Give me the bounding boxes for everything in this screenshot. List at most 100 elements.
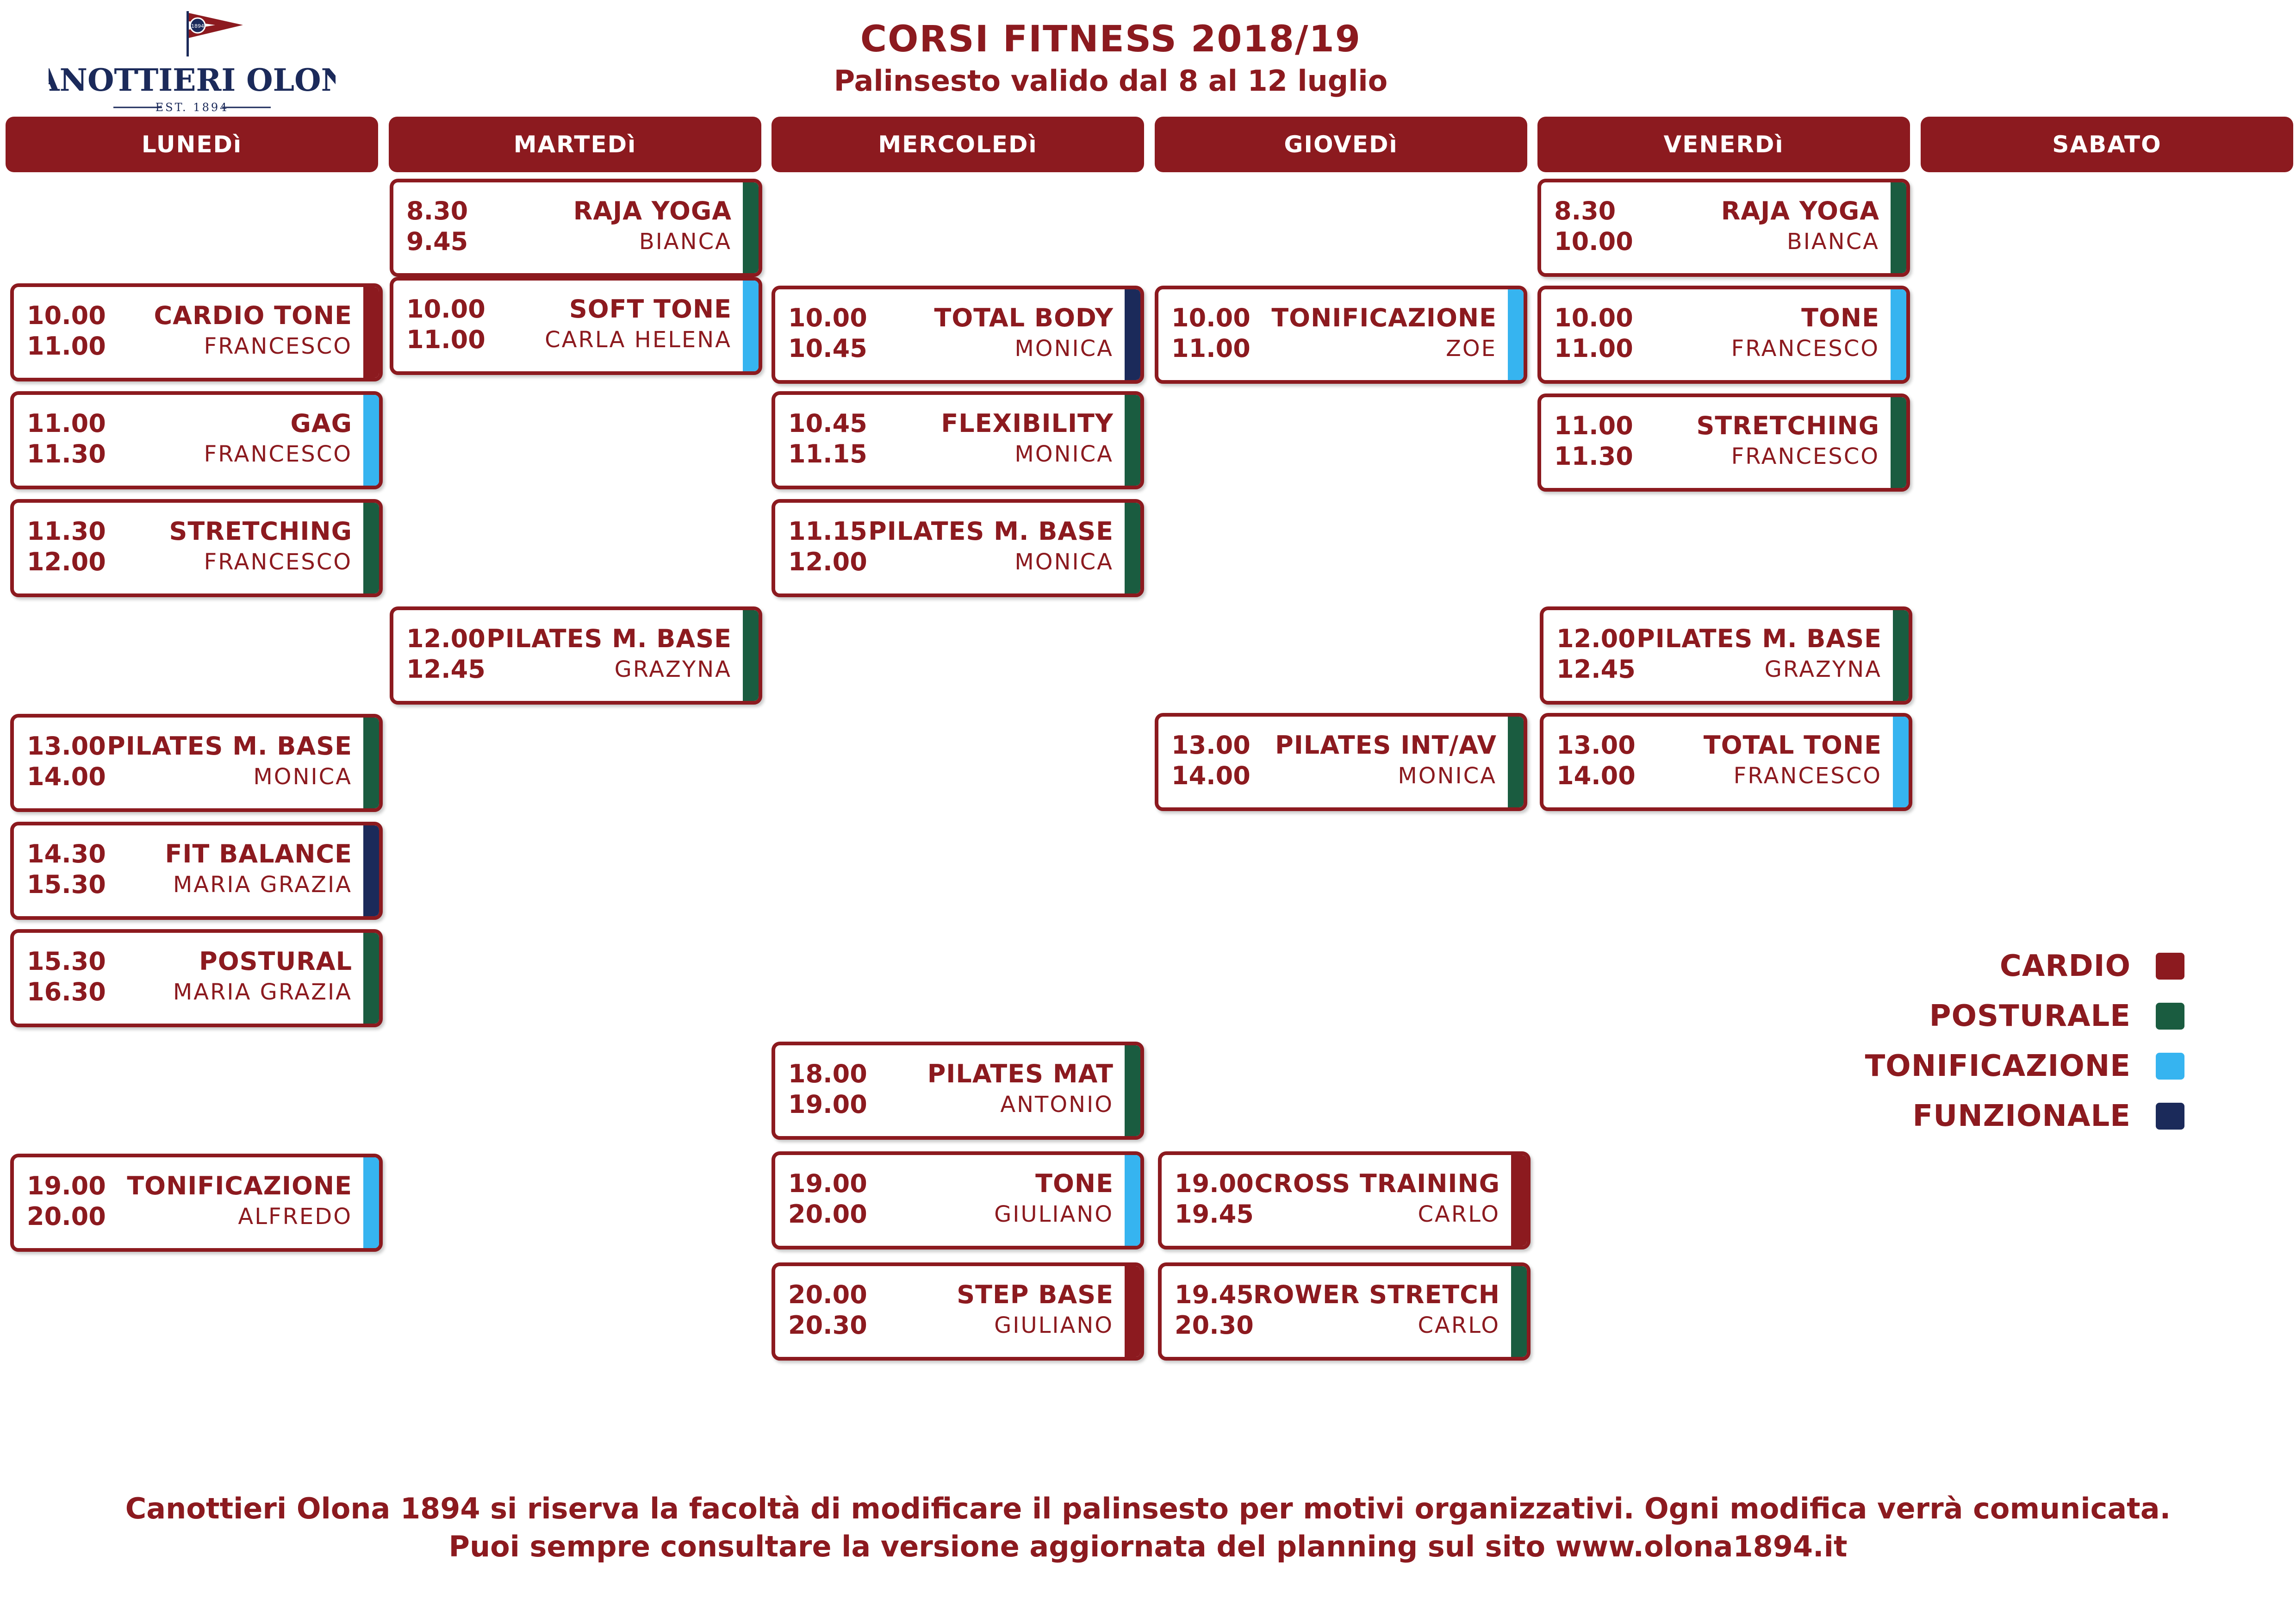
course-name: STRETCHING — [1696, 411, 1879, 440]
category-stripe-posturale — [1511, 1266, 1527, 1357]
instructor-name: MONICA — [1014, 549, 1114, 575]
class-slot: 19.45 20.30 ROWER STRETCH CARLO — [1158, 1262, 1531, 1361]
footer-notice: Canottieri Olona 1894 si riserva la faco… — [125, 1492, 2171, 1525]
category-stripe-posturale — [1125, 1045, 1140, 1136]
canottieri-olona-logo: 1894 CANOTTIERI OLONA EST. 1894 — [12, 8, 373, 115]
end-time: 16.30 — [27, 977, 106, 1006]
start-time: 20.00 — [788, 1280, 867, 1309]
class-slot: 13.00 14.00 TOTAL TONE FRANCESCO — [1540, 713, 1912, 811]
start-time: 14.30 — [27, 839, 106, 868]
course-name: PILATES M. BASE — [486, 624, 732, 653]
course-name: SOFT TONE — [569, 294, 732, 324]
instructor-name: FRANCESCO — [1731, 443, 1879, 469]
start-time: 10.00 — [1171, 303, 1251, 332]
class-slot: 13.00 14.00 PILATES M. BASE MONICA — [10, 714, 383, 812]
course-name: TONE — [1035, 1169, 1114, 1198]
end-time: 15.30 — [27, 870, 106, 899]
instructor-name: ALFREDO — [238, 1204, 352, 1230]
start-time: 13.00 — [1556, 731, 1636, 760]
end-time: 10.45 — [788, 334, 867, 363]
end-time: 12.45 — [1556, 655, 1636, 684]
start-time: 12.00 — [406, 624, 485, 653]
instructor-name: MONICA — [1014, 336, 1114, 362]
category-stripe-cardio — [1511, 1155, 1527, 1246]
course-name: TONE — [1801, 303, 1879, 332]
instructor-name: GIULIANO — [994, 1312, 1114, 1338]
category-stripe-posturale — [743, 610, 759, 701]
end-time: 20.00 — [788, 1199, 867, 1229]
category-stripe-tonificazione — [1893, 717, 1909, 807]
day-header-mercoledi: MERCOLEDì — [772, 117, 1144, 172]
start-time: 10.00 — [406, 294, 485, 324]
course-name: CROSS TRAINING — [1254, 1169, 1500, 1198]
page-title: CORSI FITNESS 2018/19 — [860, 19, 1362, 60]
footer-website-note: Puoi sempre consultare la versione aggio… — [448, 1530, 1848, 1563]
class-slot: 18.00 19.00 PILATES MAT ANTONIO — [772, 1042, 1144, 1140]
start-time: 19.00 — [788, 1169, 867, 1198]
instructor-name: ANTONIO — [1000, 1092, 1114, 1118]
instructor-name: FRANCESCO — [1733, 763, 1882, 789]
category-stripe-tonificazione — [743, 281, 759, 371]
course-name: FLEXIBILITY — [941, 409, 1114, 438]
instructor-name: MONICA — [1398, 763, 1497, 789]
class-slot: 10.45 11.15 FLEXIBILITY MONICA — [772, 391, 1144, 489]
instructor-name: CARLO — [1418, 1201, 1500, 1227]
course-name: TONIFICAZIONE — [1271, 303, 1497, 332]
course-name: PILATES MAT — [927, 1059, 1114, 1088]
start-time: 13.00 — [27, 731, 106, 761]
category-stripe-tonificazione — [363, 395, 379, 486]
end-time: 11.00 — [1554, 334, 1633, 363]
pennant-flag-icon: 1894 — [187, 11, 243, 56]
category-stripe-posturale — [743, 182, 759, 273]
course-name: PILATES M. BASE — [868, 517, 1114, 546]
course-name: ROWER STRETCH — [1253, 1280, 1500, 1309]
category-stripe-posturale — [1125, 395, 1140, 486]
legend-cardio: CARDIO — [1759, 945, 2184, 987]
instructor-name: BIANCA — [1786, 229, 1879, 255]
instructor-name: GIULIANO — [994, 1201, 1114, 1227]
start-time: 19.45 — [1175, 1280, 1254, 1309]
course-name: POSTURAL — [199, 947, 352, 976]
instructor-name: CARLA HELENA — [545, 327, 732, 353]
instructor-name: FRANCESCO — [204, 441, 352, 467]
page-subtitle: Palinsesto valido dal 8 al 12 luglio — [834, 64, 1388, 98]
day-header-venerdi: VENERDì — [1537, 117, 1910, 172]
class-slot: 19.00 20.00 TONE GIULIANO — [772, 1151, 1144, 1249]
class-slot: 8.30 10.00 RAJA YOGA BIANCA — [1537, 179, 1910, 277]
end-time: 11.30 — [27, 439, 106, 468]
start-time: 11.00 — [1554, 411, 1633, 440]
day-header-sabato: SABATO — [1921, 117, 2293, 172]
legend-posturale: POSTURALE — [1759, 995, 2184, 1037]
start-time: 10.00 — [27, 301, 106, 330]
end-time: 14.00 — [27, 762, 106, 791]
end-time: 11.15 — [788, 439, 867, 468]
class-slot: 19.00 20.00 TONIFICAZIONE ALFREDO — [10, 1154, 383, 1252]
class-slot: 11.15 12.00 PILATES M. BASE MONICA — [772, 499, 1144, 597]
end-time: 20.30 — [788, 1311, 867, 1340]
instructor-name: MONICA — [1014, 441, 1114, 467]
logo-wordmark: CANOTTIERI OLONA — [49, 62, 336, 98]
category-stripe-tonificazione — [363, 1157, 379, 1248]
class-slot: 12.00 12.45 PILATES M. BASE GRAZYNA — [1540, 606, 1912, 705]
start-time: 10.00 — [1554, 303, 1633, 332]
course-name: CARDIO TONE — [154, 301, 352, 330]
end-time: 12.00 — [788, 547, 867, 576]
end-time: 11.30 — [1554, 442, 1633, 471]
end-time: 11.00 — [1171, 334, 1251, 363]
category-stripe-tonificazione — [1891, 289, 1906, 380]
course-name: PILATES INT/AV — [1275, 731, 1497, 760]
course-name: PILATES M. BASE — [1636, 624, 1882, 653]
start-time: 8.30 — [1554, 196, 1616, 225]
instructor-name: FRANCESCO — [204, 549, 352, 575]
end-time: 9.45 — [406, 227, 468, 256]
legend-label: FUNZIONALE — [1912, 1099, 2131, 1133]
instructor-name: MONICA — [253, 764, 352, 790]
category-stripe-posturale — [363, 503, 379, 593]
day-header-martedi: MARTEDì — [389, 117, 761, 172]
legend-swatch-cardio — [2156, 953, 2184, 980]
end-time: 11.00 — [27, 331, 106, 361]
category-stripe-cardio — [363, 287, 379, 378]
class-slot: 10.00 11.00 TONIFICAZIONE ZOE — [1155, 286, 1527, 384]
class-slot: 10.00 11.00 TONE FRANCESCO — [1537, 286, 1910, 384]
category-stripe-cardio — [1125, 1266, 1140, 1357]
